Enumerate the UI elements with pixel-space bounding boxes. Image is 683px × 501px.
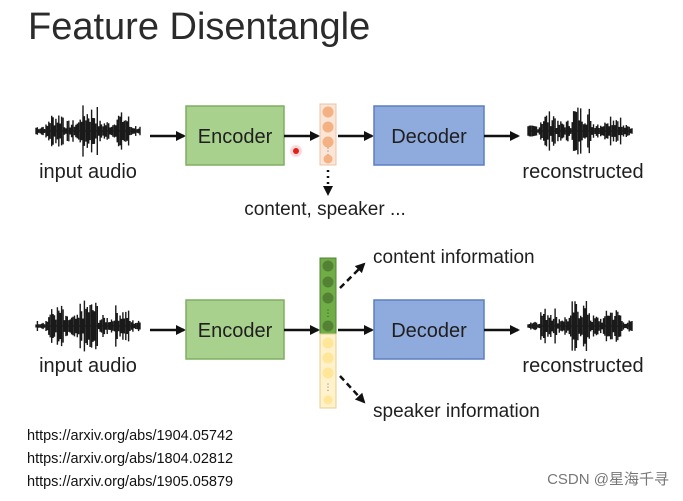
encoder-label: Encoder (198, 126, 273, 148)
encoder-box (185, 105, 285, 166)
content-vector: ⋮ (319, 257, 337, 335)
decoder-label: Decoder (391, 320, 467, 342)
input-waveform-icon (35, 300, 141, 352)
reference-list: https://arxiv.org/abs/1904.05742 https:/… (27, 425, 233, 494)
encoder-label: Encoder (198, 320, 273, 342)
decoder-label: Decoder (391, 126, 467, 148)
speaker-information-caption: speaker information (373, 401, 540, 422)
page-title: Feature Disentangle (28, 6, 371, 48)
speaker-dashed-arrow (339, 375, 366, 404)
reference-link[interactable]: https://arxiv.org/abs/1804.02812 (27, 451, 234, 467)
decoder-box (373, 105, 485, 166)
reference-link[interactable]: https://arxiv.org/abs/1904.05742 (27, 428, 234, 444)
svg-text:⋮: ⋮ (324, 382, 333, 392)
bottom-diagram: input audio Encoder ⋮ ⋮ Decoder reconstr… (35, 247, 644, 422)
output-waveform-icon (527, 301, 633, 351)
svg-text:⋮: ⋮ (324, 146, 333, 156)
pointer-dot (293, 148, 299, 154)
content-speaker-caption: content, speaker ... (244, 199, 406, 220)
speaker-vector: ⋮ (319, 333, 337, 409)
speaker-content-vector: ⋮ (319, 103, 337, 166)
input-audio-label: input audio (39, 355, 137, 377)
watermark: CSDN @星海千寻 (547, 471, 669, 488)
content-information-caption: content information (373, 247, 535, 268)
reconstructed-label: reconstructed (522, 355, 643, 377)
reconstructed-label: reconstructed (522, 161, 643, 183)
input-waveform-icon (35, 105, 141, 157)
top-diagram: input audio Encoder ⋮ Decoder reconstruc… (35, 103, 644, 220)
output-waveform-icon (527, 107, 633, 155)
svg-text:⋮: ⋮ (324, 308, 333, 318)
reference-link[interactable]: https://arxiv.org/abs/1905.05879 (27, 474, 234, 490)
content-dashed-arrow (339, 262, 366, 289)
input-audio-label: input audio (39, 161, 137, 183)
